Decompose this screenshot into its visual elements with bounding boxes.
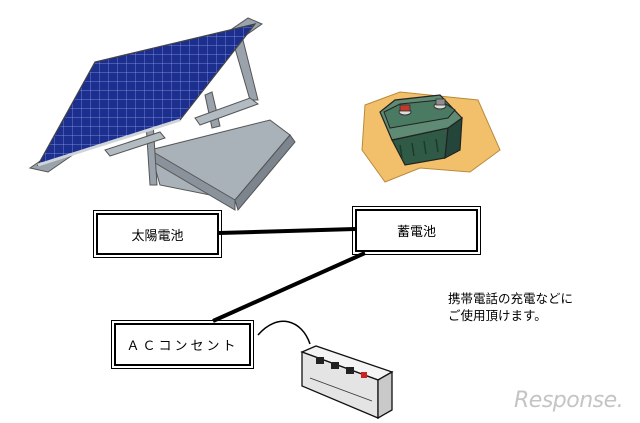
car-battery-icon — [361, 91, 501, 183]
usage-note: 携帯電話の充電などに ご使用頂けます。 — [448, 290, 573, 324]
usage-note-line2: ご使用頂けます。 — [448, 308, 547, 323]
power-strip-icon — [257, 320, 394, 420]
usage-note-line1: 携帯電話の充電などに — [448, 291, 574, 306]
ac-outlet-box: ＡＣコンセント — [111, 320, 254, 369]
solar-cell-box: 太陽電池 — [93, 210, 222, 258]
wires — [212, 227, 366, 323]
battery-box: 蓄電池 — [352, 206, 481, 255]
solar-cell-label: 太陽電池 — [131, 228, 184, 244]
response-logo-text: Response. — [514, 388, 624, 413]
battery-label: 蓄電池 — [396, 225, 436, 240]
response-logo: Response. — [514, 388, 624, 413]
ac-outlet-label: ＡＣコンセント — [126, 339, 239, 354]
solar-panel-icon — [28, 17, 296, 212]
